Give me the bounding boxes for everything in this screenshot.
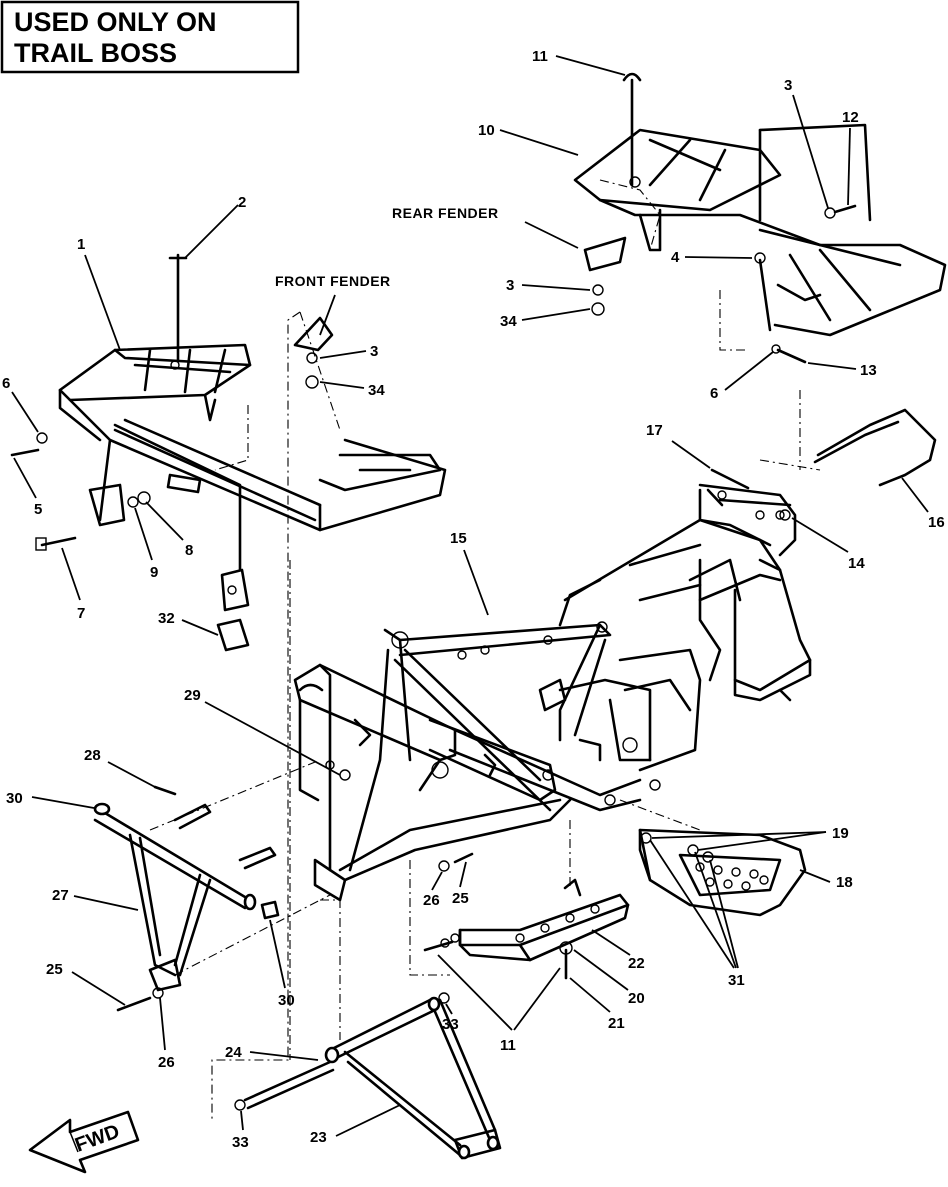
callout-21: 21 [608, 1015, 625, 1032]
footrest-18 [638, 828, 807, 917]
callout-17: 17 [646, 422, 663, 439]
grab-bar-16 [816, 408, 937, 487]
callout-12: 12 [842, 109, 859, 126]
front-fender-piece [293, 316, 334, 352]
front-rack [58, 343, 447, 612]
callout-30-top: 30 [6, 790, 23, 807]
bolt-25-left [116, 996, 152, 1012]
bolt-11-top [622, 72, 642, 187]
callout-33-right: 33 [442, 1016, 459, 1033]
callout-30-bottom: 30 [278, 992, 295, 1009]
callout-23: 23 [310, 1129, 327, 1146]
callout-26-left: 26 [158, 1054, 175, 1071]
callout-31: 31 [728, 972, 745, 989]
callout-29: 29 [184, 687, 201, 704]
callout-28: 28 [84, 747, 101, 764]
bolt-28 [153, 785, 177, 796]
callout-16: 16 [928, 514, 945, 531]
washer-33-right [438, 992, 450, 1004]
callout-6-rear: 6 [710, 385, 718, 402]
callout-3-rear-top: 3 [784, 77, 792, 94]
washer-6-rear [771, 344, 781, 354]
callout-6-front: 6 [2, 375, 10, 392]
washer-3-right [824, 207, 836, 219]
washer-3-front [306, 352, 318, 364]
callout-8: 8 [185, 542, 193, 559]
callout-34-front: 34 [368, 382, 385, 399]
bushing-30 [260, 900, 280, 920]
grab-bar-16-inner [813, 420, 900, 464]
callout-3-front: 3 [370, 343, 378, 360]
callout-5: 5 [34, 501, 42, 518]
callout-13: 13 [860, 362, 877, 379]
bolt-17 [710, 468, 750, 490]
callout-34-rear: 34 [500, 313, 517, 330]
washer-4 [754, 252, 766, 264]
callout-33-left: 33 [232, 1134, 249, 1151]
callout-25-left: 25 [46, 961, 63, 978]
shaft-24 [243, 1060, 332, 1102]
callout-24: 24 [225, 1044, 242, 1061]
nut-34-rear [591, 302, 605, 316]
bolts-11-lower [423, 933, 460, 952]
callout-18: 18 [836, 874, 853, 891]
washer-3-rear [592, 284, 604, 296]
callout-19: 19 [832, 825, 849, 842]
washer-33-left [234, 1099, 246, 1111]
callout-32: 32 [158, 610, 175, 627]
a-arm-23 [324, 996, 502, 1160]
callout-11-bottom: 11 [500, 1037, 516, 1054]
callout-2: 2 [238, 194, 246, 211]
callout-26-center: 26 [423, 892, 440, 909]
bolt-25-washer-26-center [438, 852, 474, 872]
washer-20 [559, 941, 573, 955]
callouts: 1 2 3 34 3 12 11 10 4 3 34 13 6 6 5 7 8 … [2, 48, 945, 1151]
rear-fender-label: REAR FENDER [392, 205, 499, 221]
fwd-arrow-icon: FWD [28, 1110, 140, 1174]
shaft-24-lower [246, 1068, 335, 1110]
callout-4: 4 [671, 249, 680, 266]
title-line-2: TRAIL BOSS [14, 38, 177, 68]
callout-7: 7 [77, 605, 85, 622]
callout-9: 9 [150, 564, 158, 581]
front-fender-label: FRONT FENDER [275, 273, 391, 289]
bracket-32 [216, 618, 250, 652]
callout-27: 27 [52, 887, 69, 904]
title-box: USED ONLY ON TRAIL BOSS [0, 0, 300, 74]
bolt-12 [833, 204, 857, 214]
callout-22: 22 [628, 955, 645, 972]
callout-11-top: 11 [532, 48, 548, 65]
washer-26-left [152, 987, 164, 999]
rear-rack [573, 123, 947, 337]
washer-14 [779, 509, 791, 521]
skid-plate-22 [458, 878, 630, 962]
callout-20: 20 [628, 990, 645, 1007]
callout-15: 15 [450, 530, 467, 547]
bolt-2 [168, 253, 188, 362]
callout-14: 14 [848, 555, 865, 572]
front-rack-hardware [10, 432, 151, 551]
callout-10: 10 [478, 122, 495, 139]
a-arm-27 [93, 802, 277, 992]
rear-fender-piece [583, 236, 627, 272]
callout-25-center: 25 [452, 890, 469, 907]
callout-1: 1 [77, 236, 85, 253]
callout-3-rear: 3 [506, 277, 514, 294]
bolt-13 [776, 348, 807, 364]
title-line-1: USED ONLY ON [14, 7, 217, 37]
nut-34-front [305, 375, 319, 389]
main-frame [293, 483, 812, 902]
